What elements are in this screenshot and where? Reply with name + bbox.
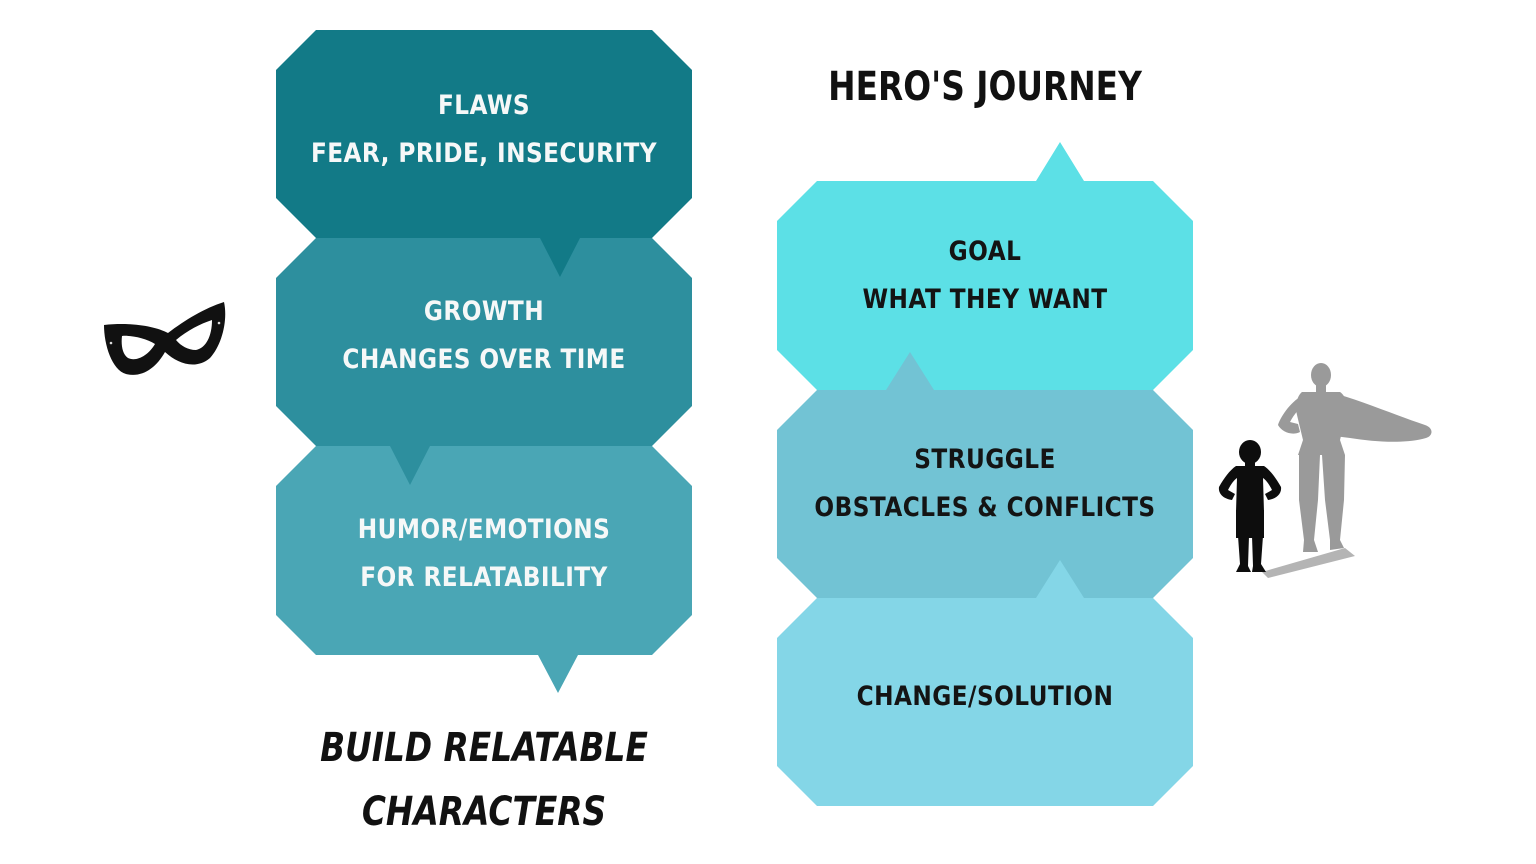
right-box-3-shape: [777, 560, 1193, 806]
right-box-1-shape: [777, 142, 1193, 390]
change-solution-heading: CHANGE/SOLUTION: [856, 681, 1114, 712]
goal-heading: GOAL: [948, 236, 1022, 267]
humor-heading: HUMOR/EMOTIONS: [357, 514, 611, 545]
flaws-subtext: FEAR, PRIDE, INSECURITY: [310, 138, 658, 169]
flaws-heading: FLAWS: [437, 90, 531, 121]
left-box-3-shape: [276, 446, 692, 693]
left-box-1-text: FLAWS FEAR, PRIDE, INSECURITY: [305, 82, 663, 178]
right-box-3-text: CHANGE/SOLUTION: [806, 673, 1164, 721]
left-box-1-shape: [276, 30, 692, 277]
right-box-1-text: GOAL WHAT THEY WANT: [806, 228, 1164, 324]
title-line-1: BUILD RELATABLE: [320, 725, 648, 771]
struggle-subtext: OBSTACLES & CONFLICTS: [814, 492, 1156, 523]
right-box-2-shape: [777, 352, 1193, 598]
right-box-2-text: STRUGGLE OBSTACLES & CONFLICTS: [806, 436, 1164, 532]
left-box-2-text: GROWTH CHANGES OVER TIME: [305, 288, 663, 384]
humor-subtext: FOR RELATABILITY: [360, 562, 608, 593]
left-box-2-shape: [276, 238, 692, 485]
heros-journey-title: HERO'S JOURNEY: [828, 64, 1142, 110]
build-relatable-characters-title: BUILD RELATABLE CHARACTERS: [297, 716, 671, 844]
growth-heading: GROWTH: [423, 296, 545, 327]
boy-superhero-shadow-icon: [1218, 363, 1432, 578]
mask-icon: [104, 302, 226, 375]
left-box-3-text: HUMOR/EMOTIONS FOR RELATABILITY: [305, 506, 663, 602]
goal-subtext: WHAT THEY WANT: [862, 284, 1108, 315]
title-line-2: CHARACTERS: [361, 789, 607, 835]
growth-subtext: CHANGES OVER TIME: [342, 344, 626, 375]
struggle-heading: STRUGGLE: [914, 444, 1056, 475]
